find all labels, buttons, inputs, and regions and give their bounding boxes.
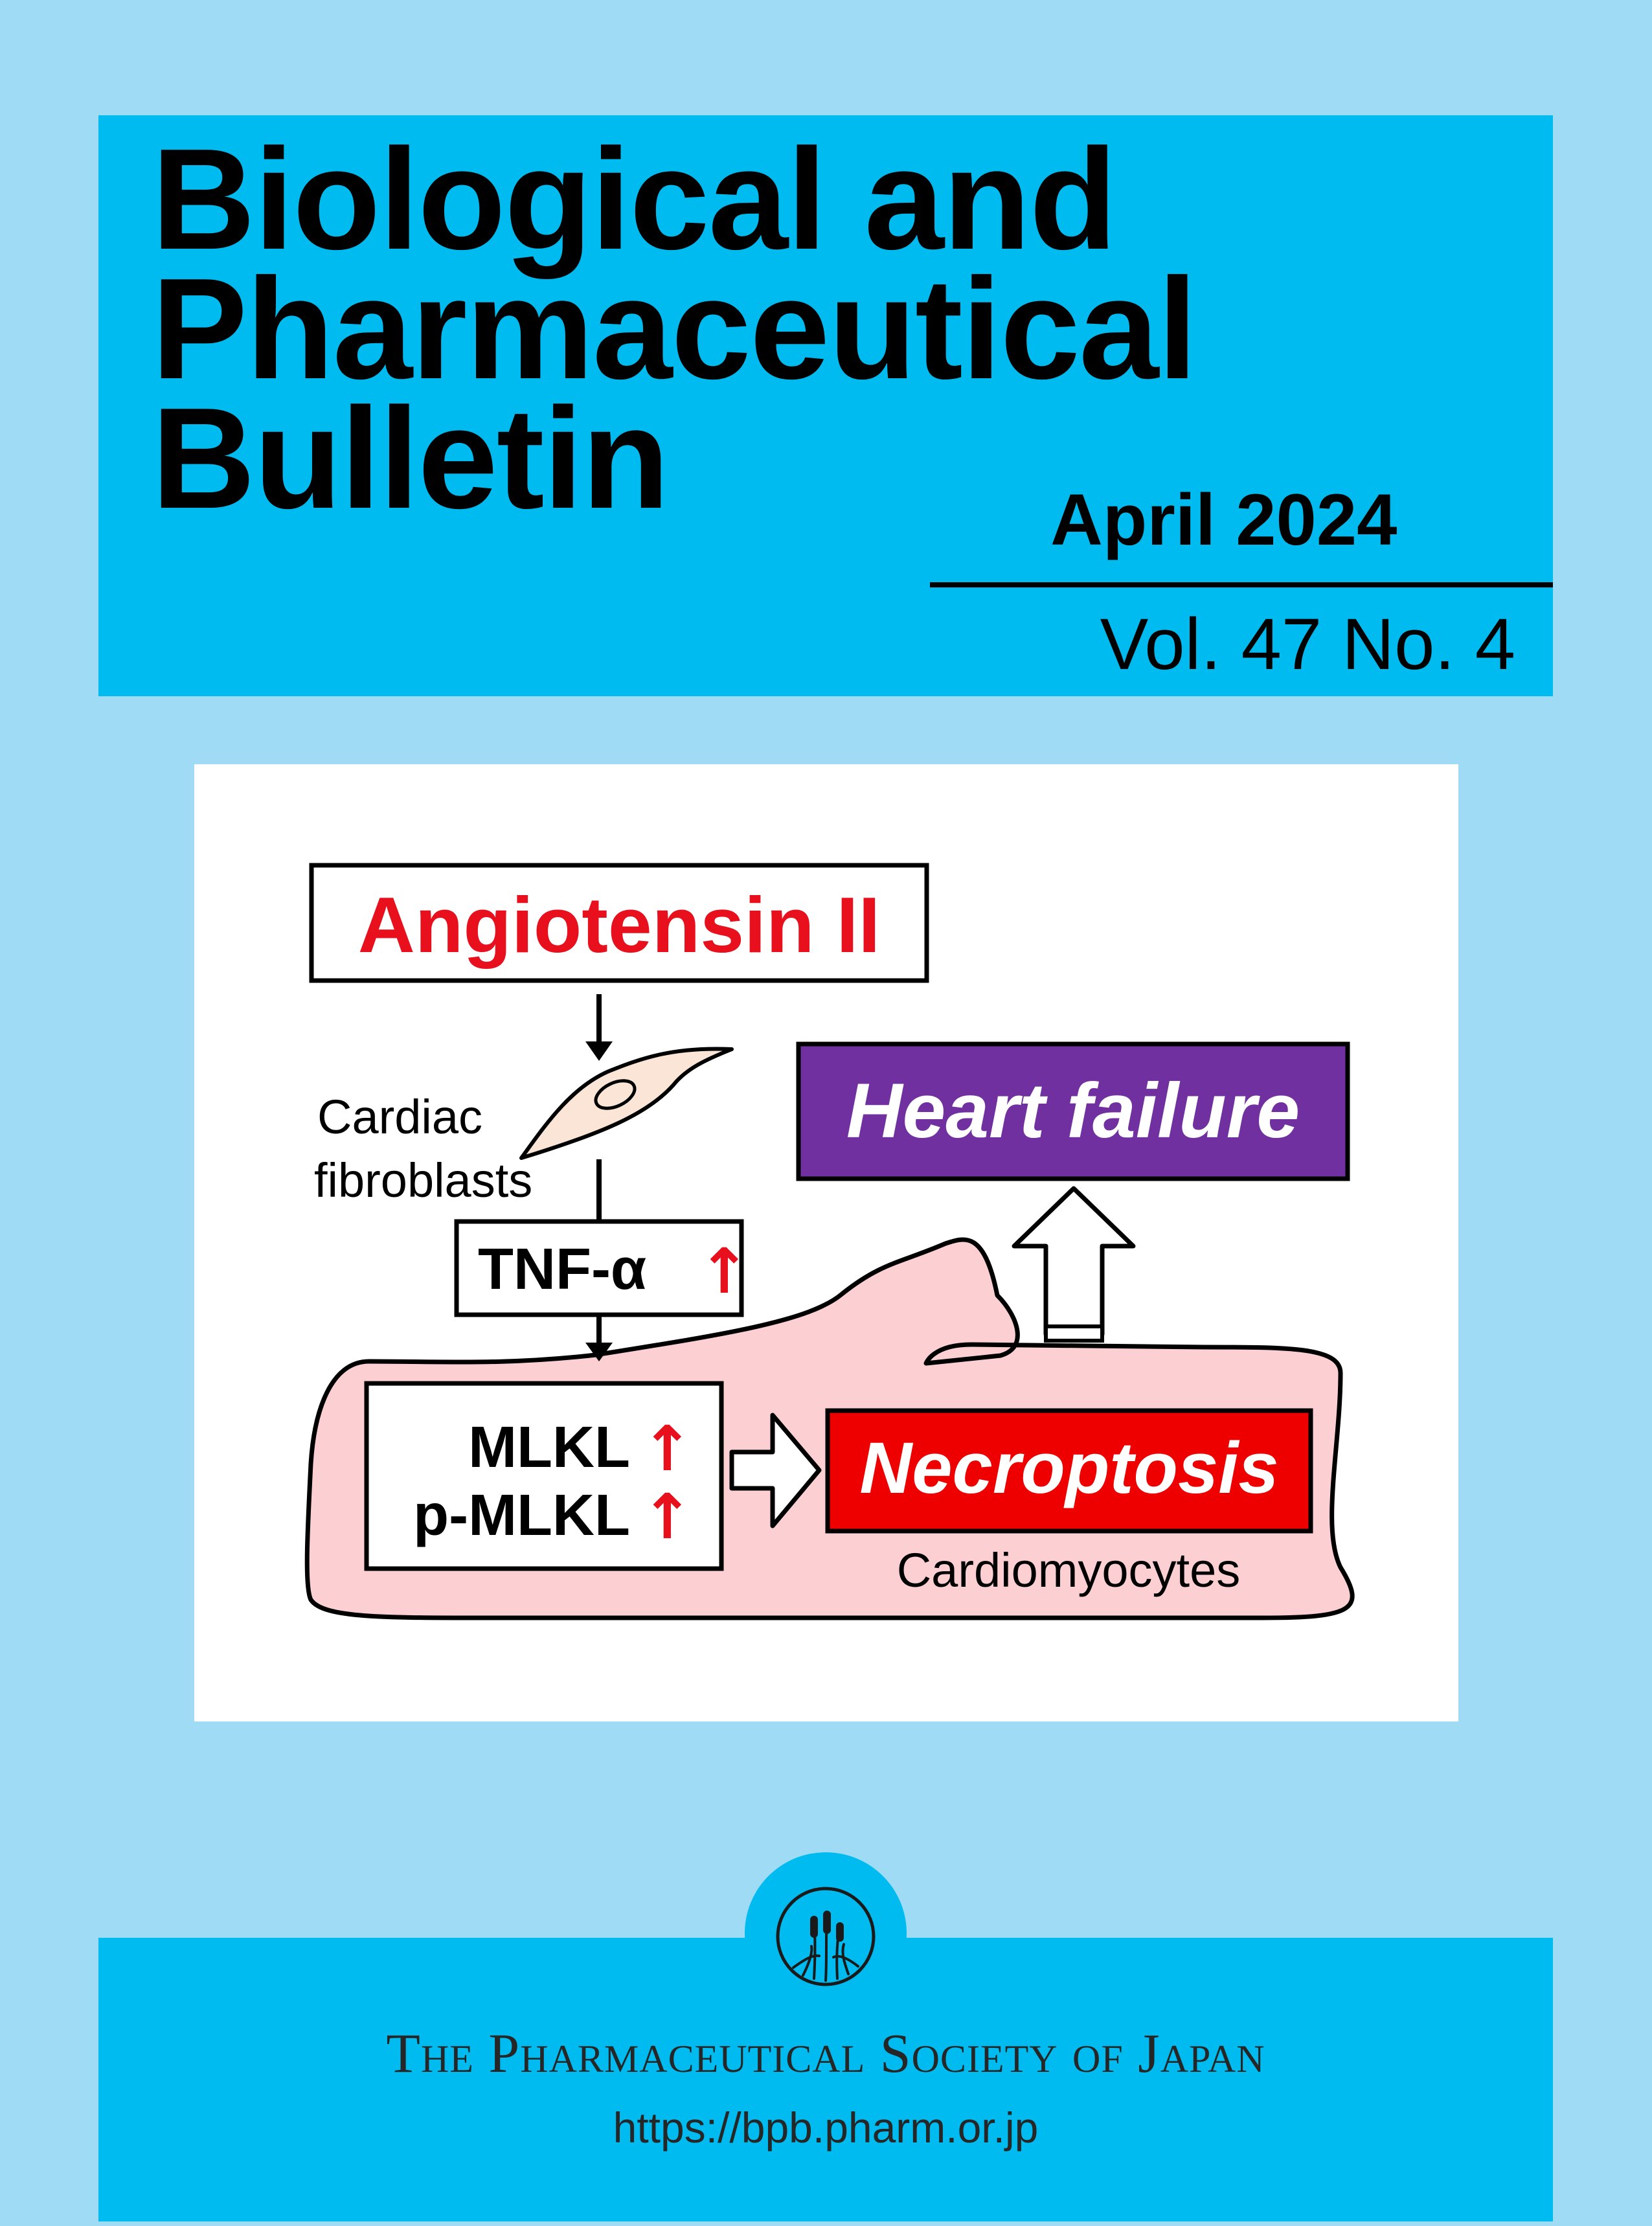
cardiomyocytes-label: Cardiomyocytes <box>897 1543 1241 1597</box>
arrow-to-mlkl-head <box>585 1343 613 1361</box>
fibroblast-cell-icon <box>519 1047 734 1160</box>
heart-failure-box <box>796 1041 1350 1181</box>
fibroblast-label-line-1: Cardiac <box>317 1090 482 1144</box>
journal-title-line-3: Bulletin <box>152 378 670 539</box>
header-band: Biological and Pharmaceutical Bulletin A… <box>98 115 1553 696</box>
cover-figure: Angiotensin II Cardiac fibroblasts TNF-α… <box>194 764 1458 1721</box>
issue-divider <box>930 582 1553 587</box>
fibroblast-nucleus-icon <box>594 1079 637 1110</box>
publisher-name: The Pharmaceutical Society of Japan <box>386 2022 1265 2084</box>
mlkl-label: MLKL <box>468 1415 630 1480</box>
p-mlkl-up-arrow-icon: ↑ <box>641 1481 693 1553</box>
p-mlkl-label: p-MLKL <box>413 1483 630 1548</box>
mlkl-box <box>364 1381 724 1571</box>
fibroblast-label-line-2: fibroblasts <box>314 1153 532 1207</box>
necroptosis-diagram: Angiotensin II Cardiac fibroblasts TNF-α… <box>304 863 1355 1620</box>
issue-volume: Vol. 47 No. 4 <box>1100 604 1515 685</box>
journal-title-line-2: Pharmaceutical <box>152 249 1197 409</box>
hollow-arrow-right-icon <box>729 1413 822 1528</box>
tnf-alpha-up-arrow-icon: ↑ <box>698 1235 750 1308</box>
mlkl-up-arrow-icon: ↑ <box>641 1413 693 1485</box>
cattail-emblem-icon <box>776 1887 876 1986</box>
necroptosis-label: Necroptosis <box>859 1427 1278 1508</box>
issue-date: April 2024 <box>1050 479 1397 560</box>
journal-title: Biological and Pharmaceutical Bulletin <box>152 119 1197 539</box>
heart-failure-label: Heart failure <box>846 1067 1300 1154</box>
hollow-arrow-up-base <box>1044 1324 1104 1343</box>
arrow-to-fibroblast-head <box>585 1041 613 1061</box>
angiotensin-label: Angiotensin II <box>358 881 881 969</box>
hollow-arrow-up-icon <box>1012 1186 1136 1337</box>
necroptosis-box <box>825 1408 1313 1534</box>
tnf-alpha-label: TNF-α <box>478 1237 646 1302</box>
journal-title-line-1: Biological and <box>152 119 1117 280</box>
tnf-alpha-box <box>454 1219 744 1317</box>
angiotensin-box <box>309 863 929 983</box>
publisher-url[interactable]: https://bpb.pharm.or.jp <box>613 2104 1039 2152</box>
